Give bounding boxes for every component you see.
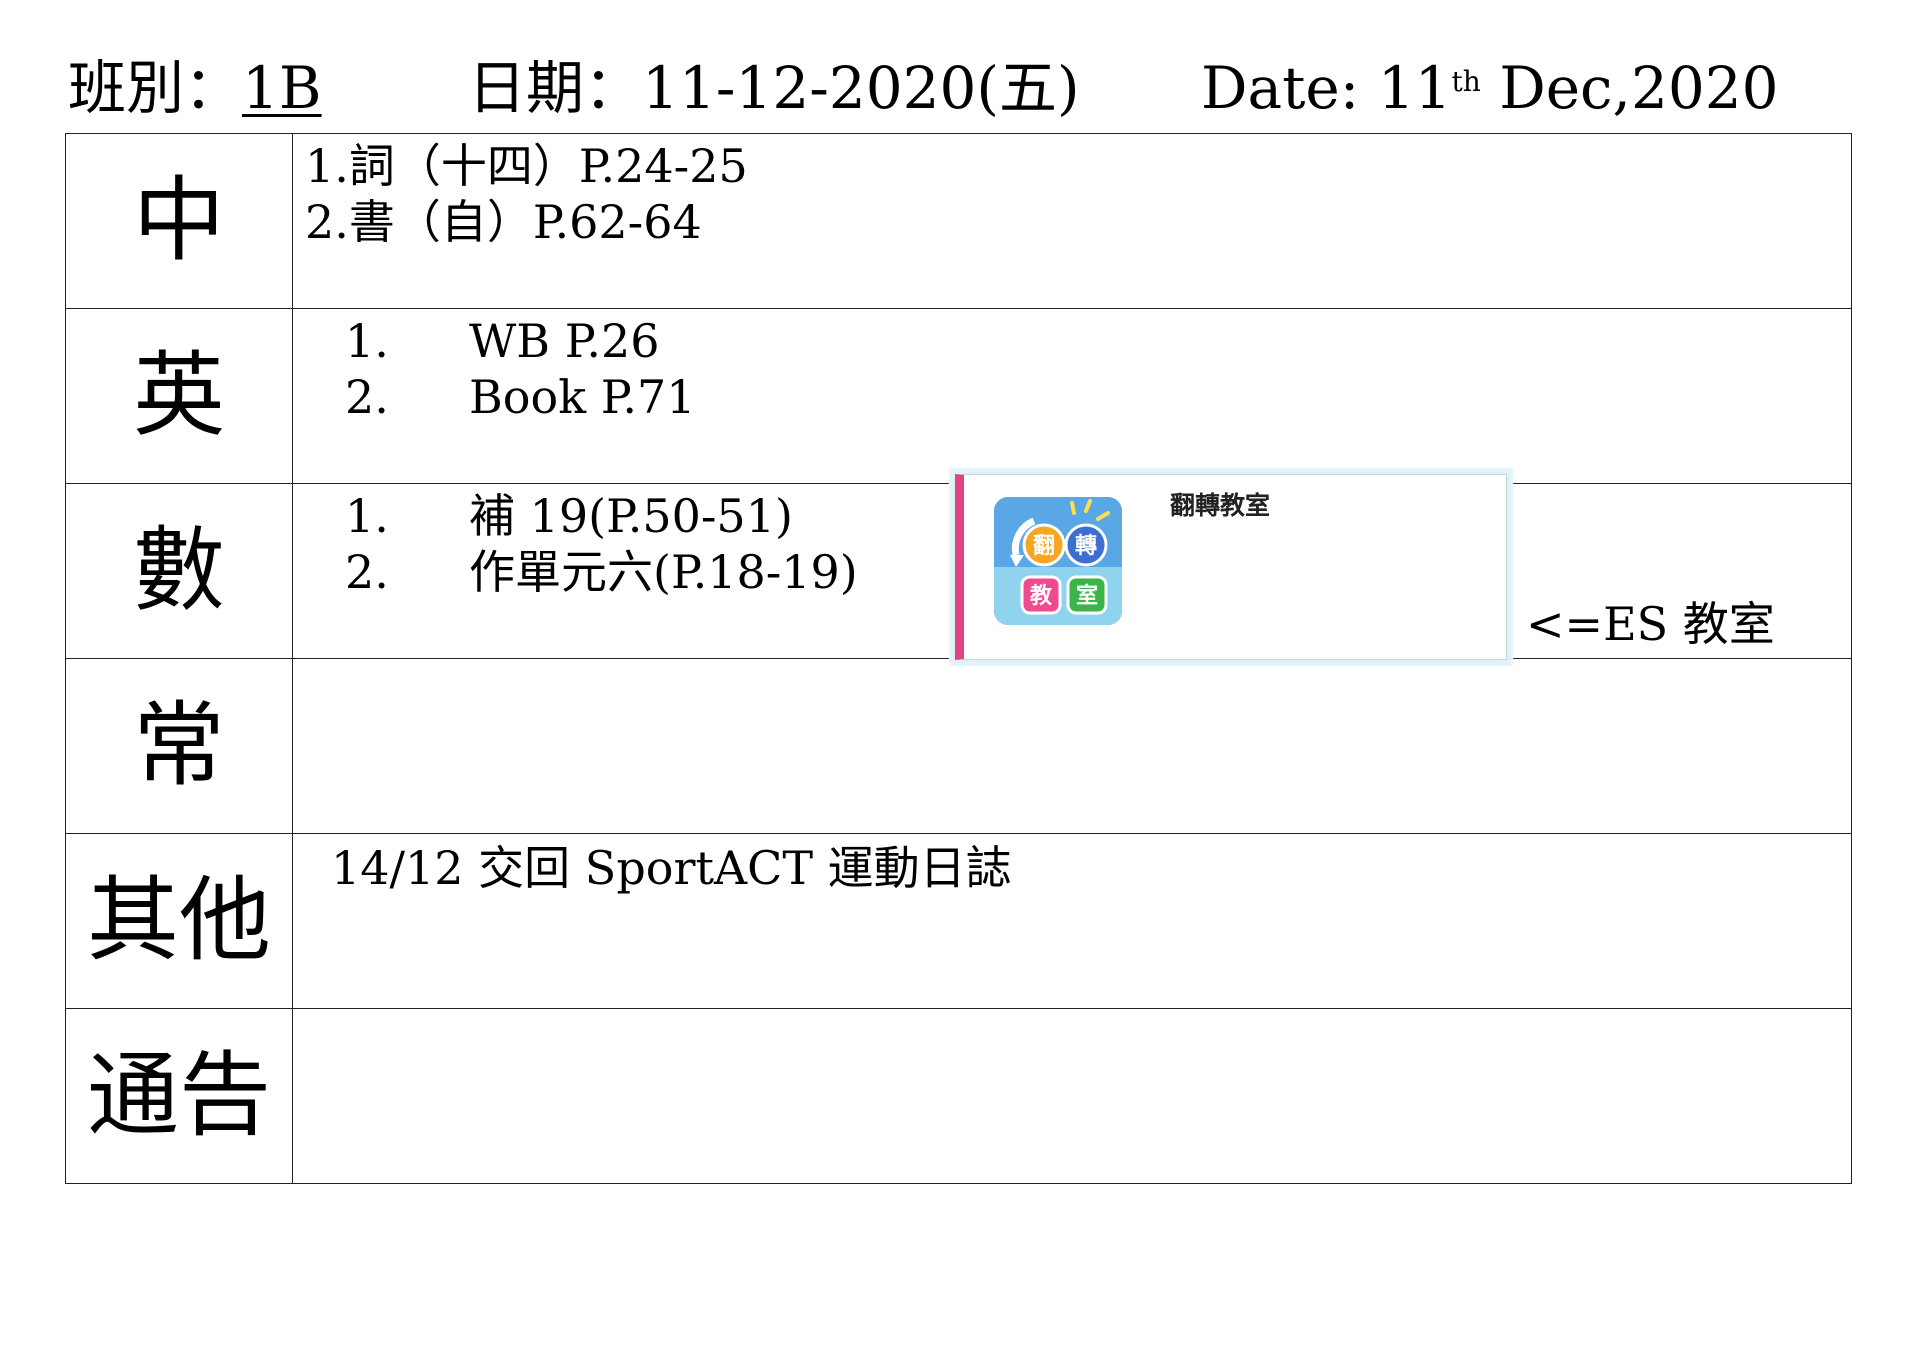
math-item-2: 2. 作單元六(P.18-19): [345, 544, 858, 600]
flip-classroom-logo-icon: 翻 轉 教 室: [994, 497, 1122, 625]
item-text: 補 19(P.50-51): [469, 489, 793, 543]
item-text: WB P.26: [469, 314, 660, 368]
item-text: 作單元六(P.18-19): [469, 545, 858, 599]
others-note: 14/12 交回 SportACT 運動日誌: [331, 841, 1012, 895]
date-field: 日期：11-12-2020(五): [468, 48, 1080, 128]
item-number: 2.: [345, 370, 389, 424]
content-chinese: 1.詞（十四）P.24-25 2.書（自）P.62-64: [292, 133, 1852, 309]
logo-square-1: [1020, 575, 1062, 615]
date-label: 日期：: [468, 54, 643, 122]
row-notices: 通告: [65, 1008, 1852, 1184]
math-list: 1. 補 19(P.50-51) 2. 作單元六(P.18-19): [345, 488, 858, 600]
chinese-line-1: 1.詞（十四）P.24-25: [305, 139, 748, 193]
class-field: 班別：1B: [68, 48, 322, 128]
logo-char-4: 室: [1076, 583, 1098, 609]
content-english: 1. WB P.26 2. Book P.71: [292, 308, 1852, 484]
date-en-prefix: Date: 11: [1201, 54, 1452, 122]
subject-others: 其他: [65, 833, 293, 1009]
date-value: 11-12-2020(五): [642, 54, 1080, 122]
chinese-line-2: 2.書（自）P.62-64: [305, 195, 702, 249]
logo-char-1: 翻: [1033, 534, 1055, 559]
row-others: 其他 14/12 交回 SportACT 運動日誌: [65, 833, 1852, 1009]
item-number: 2.: [345, 545, 389, 599]
date-en-suffix: Dec,2020: [1480, 54, 1779, 122]
logo-square-2: [1066, 575, 1108, 615]
row-chinese: 中 1.詞（十四）P.24-25 2.書（自）P.62-64: [65, 133, 1852, 309]
flip-classroom-link-card[interactable]: 翻 轉 教 室 翻轉教室: [955, 474, 1507, 660]
logo-flip-arrow: [1011, 517, 1036, 556]
english-list: 1. WB P.26 2. Book P.71: [345, 313, 695, 425]
logo-char-2: 轉: [1075, 533, 1097, 559]
logo-rays: [1070, 499, 1110, 521]
item-number: 1.: [345, 489, 389, 543]
date-english: Date: 11th Dec,2020: [1201, 48, 1779, 128]
homework-table: 中 1.詞（十四）P.24-25 2.書（自）P.62-64 英 1. WB P.…: [65, 133, 1852, 1184]
content-others: 14/12 交回 SportACT 運動日誌: [292, 833, 1852, 1009]
logo-arrow-head: [1010, 555, 1024, 567]
logo-char-3: 教: [1030, 583, 1053, 609]
subject-chinese: 中: [65, 133, 293, 309]
subject-math: 數: [65, 483, 293, 659]
date-en-sup: th: [1451, 65, 1481, 98]
class-label: 班別：: [68, 54, 243, 122]
subject-english: 英: [65, 308, 293, 484]
subject-general: 常: [65, 658, 293, 834]
english-item-2: 2. Book P.71: [345, 369, 695, 425]
content-notices: [292, 1008, 1852, 1184]
flip-card-title[interactable]: 翻轉教室: [1170, 492, 1271, 520]
item-text: Book P.71: [469, 370, 696, 424]
item-number: 1.: [345, 314, 389, 368]
es-classroom-note: <=ES 教室: [1526, 597, 1775, 651]
page-header: 班別：1B 日期：11-12-2020(五) Date: 11th Dec,20…: [68, 48, 1868, 128]
row-english: 英 1. WB P.26 2. Book P.71: [65, 308, 1852, 484]
class-value: 1B: [242, 54, 322, 122]
math-item-1: 1. 補 19(P.50-51): [345, 488, 858, 544]
row-general: 常: [65, 658, 1852, 834]
logo-circle-1: [1022, 523, 1066, 567]
content-general: [292, 658, 1852, 834]
subject-notices: 通告: [65, 1008, 293, 1184]
chinese-lines: 1.詞（十四）P.24-25 2.書（自）P.62-64: [305, 138, 1839, 250]
english-item-1: 1. WB P.26: [345, 313, 695, 369]
flip-classroom-logo-graphic: 翻 轉 教 室: [994, 497, 1122, 625]
logo-circle-2: [1064, 523, 1108, 567]
